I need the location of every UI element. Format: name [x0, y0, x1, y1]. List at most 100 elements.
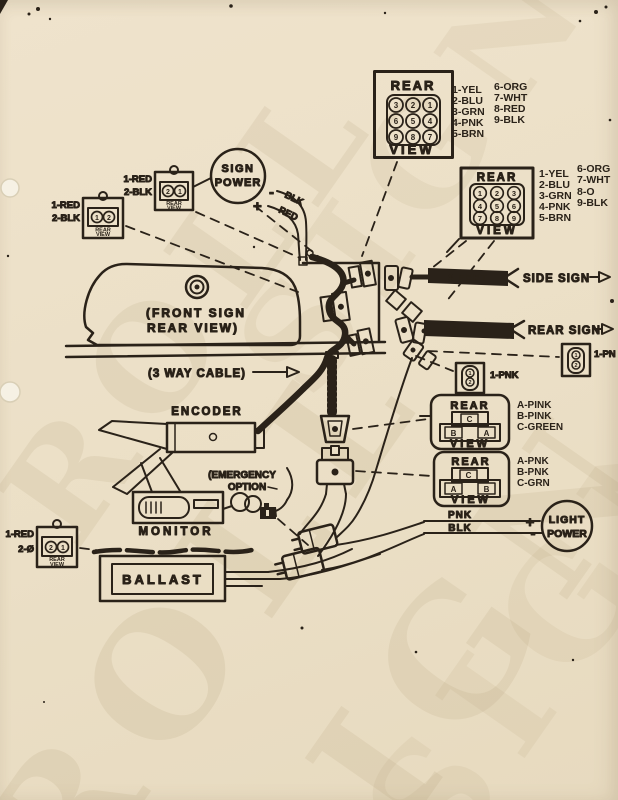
connector-grid-top: REAR 3 2 1 6 5 4 9 8 7 V	[373, 70, 454, 159]
legend-line: A-PNK	[517, 456, 549, 467]
conduit-end-connector	[319, 414, 351, 444]
pin: 5	[411, 117, 416, 126]
legend-line: A-PINK	[517, 400, 552, 411]
side-sign-callout: 8 FEET SIDE SIGN	[428, 267, 611, 289]
ink-specks	[0, 0, 614, 703]
legend-line: 5-BRN	[452, 128, 484, 140]
encoder-label: ENCODER	[171, 406, 243, 418]
pin: 1	[428, 101, 433, 110]
sign-bolt	[184, 274, 210, 300]
ballast-label: BALLAST	[122, 572, 204, 587]
legend-line: 5-BRN	[539, 212, 571, 224]
pin: A	[451, 485, 457, 494]
legend-line: 2-BLU	[452, 95, 483, 107]
legend-line: 6-ORG	[577, 163, 610, 175]
emergency-line2: OPTION	[228, 482, 266, 493]
front-sign-label-1: (FRONT SIGN	[146, 306, 246, 320]
label: 2-BLK	[52, 213, 80, 224]
caption: VIEW	[96, 232, 111, 238]
legend-top: 1-YEL 2-BLU 3-GRN 4-PNK 5-BRN 6-ORG 7-WH…	[452, 81, 528, 140]
legend-right: 1-YEL 2-BLU 3-GRN 4-PNK 5-BRN 6-ORG 7-WH…	[539, 163, 611, 224]
legend-line: 1-YEL	[452, 84, 482, 96]
pin: 8	[495, 214, 499, 223]
label: 1-PNK	[490, 370, 519, 381]
monitor-display-bars	[145, 501, 162, 514]
pin: 1	[478, 189, 482, 198]
monitor: MONITOR	[131, 490, 225, 539]
minus: -	[531, 525, 536, 542]
legend-line: 3-GRN	[539, 190, 572, 202]
label: 1-RED	[51, 200, 80, 211]
pin: 2	[468, 380, 471, 386]
label: 1-RED	[5, 529, 34, 540]
connector-pnk: 1 2 1-PNK	[454, 361, 519, 395]
pin: 1	[95, 215, 99, 222]
monitor-label: MONITOR	[138, 526, 213, 538]
connector-2pin-left: 1 2 REAR VIEW 1-RED 2-BLK	[51, 191, 125, 240]
sign-power: SIGN POWER - + BLK RED	[209, 147, 308, 261]
connector-grid-right-title: REAR	[477, 172, 518, 184]
rear-sign-distance: 50 FEET	[446, 325, 492, 336]
legend-line: 3-GRN	[452, 106, 485, 118]
connector-grid-right: REAR 1 2 3 4 5 6 7 8 9 V	[446, 166, 535, 253]
caption: REAR	[95, 228, 111, 234]
pin: C	[467, 415, 473, 424]
pin: B	[451, 429, 457, 438]
wire-label-red: RED	[277, 205, 300, 224]
connector-pn: 1 2 1-PN	[560, 342, 616, 378]
rear-sign-callout: 50 FEET REAR SIGN	[424, 319, 614, 340]
caption: VIEW	[450, 438, 490, 450]
plus: +	[526, 514, 535, 531]
legend-line: C-GRN	[517, 478, 550, 489]
sign-power-plus: +	[253, 198, 262, 215]
legend-line: 1-YEL	[539, 168, 569, 180]
rear-sign-arrow	[601, 323, 614, 335]
pin: 7	[478, 214, 482, 223]
ballast: BALLAST	[98, 554, 281, 603]
legend-line: 8-O	[577, 186, 595, 198]
pin: 6	[512, 202, 516, 211]
heavy-cable	[91, 547, 255, 555]
pin: 4	[428, 117, 433, 126]
legend-line: 9-BLK	[577, 197, 608, 209]
t-connector-1-legend: A-PINK B-PINK C-GREEN	[517, 400, 563, 433]
pin: 2	[411, 101, 416, 110]
sign-power-minus: -	[269, 184, 274, 201]
wire-label-pnk: PNK	[448, 510, 472, 521]
encoder-arm	[112, 448, 173, 495]
legend-line: 7-WHT	[494, 92, 528, 104]
encoder: ENCODER	[98, 406, 265, 495]
caption: REAR	[166, 201, 182, 207]
side-sign-distance: 8 FEET	[448, 273, 488, 284]
pin: 2	[107, 215, 111, 222]
pin: 8	[411, 133, 416, 142]
pin: 5	[495, 202, 499, 211]
legend-line: 2-BLU	[539, 179, 570, 191]
pin: 1	[178, 189, 182, 196]
connector-2pin-upper: 2 1 REAR VIEW 1-RED 2-BLK	[123, 165, 212, 212]
connector-grid-right-caption: VIEW	[476, 225, 517, 237]
lower-wiring	[267, 357, 425, 580]
encoder-crank	[98, 420, 168, 450]
light-power-line2: POWER	[547, 528, 587, 540]
monitor-slot	[193, 499, 219, 509]
t-connector-2: REAR C A B VIEW	[432, 450, 511, 508]
t-connector-2-legend: A-PNK B-PNK C-GRN	[517, 456, 550, 489]
connector-grid-top-caption: VIEW	[389, 142, 434, 157]
legend-line: 8-RED	[494, 103, 526, 115]
t-connector-1: REAR C B A VIEW	[419, 393, 511, 451]
wire-label-blk: BLK	[448, 523, 472, 534]
caption: VIEW	[451, 494, 491, 506]
label: 2-Ø	[18, 544, 34, 555]
pin: 2	[495, 189, 499, 198]
light-power-line1: LIGHT	[549, 514, 586, 526]
legend-line: B-PINK	[517, 411, 552, 422]
pin: 2	[49, 545, 53, 552]
hole-punches	[0, 178, 21, 403]
power-plugs	[274, 523, 339, 581]
pin: B	[484, 485, 490, 494]
coiled-wire	[230, 492, 250, 512]
legend-line: 4-PNK	[539, 201, 571, 213]
sign-power-line2: POWER	[215, 177, 262, 189]
